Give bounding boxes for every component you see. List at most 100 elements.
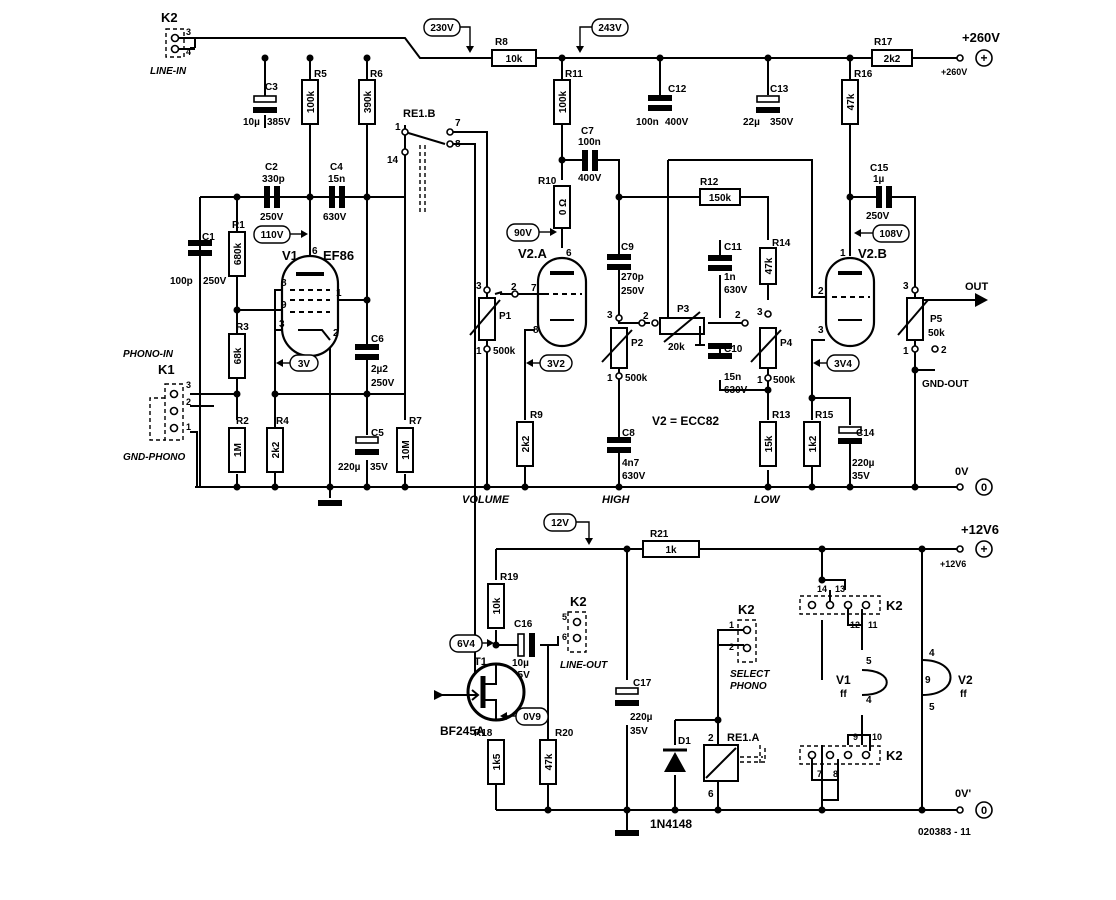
tube-v1-ef86: 68 91 32 V1 EF86 [279,246,354,358]
svg-text:R5: R5 [314,69,327,80]
svg-text:2µ2: 2µ2 [371,364,388,375]
svg-text:9: 9 [281,300,287,311]
resistor-r2: R2 1M [228,416,249,473]
capacitor-c16: C16 10µ 35V [512,619,535,681]
svg-text:0V: 0V [955,466,969,478]
svg-text:R17: R17 [874,37,893,48]
svg-text:1: 1 [186,422,191,432]
capacitor-c17: C17 220µ 35V [615,678,653,737]
svg-text:C2: C2 [265,162,278,173]
resistor-r4: R4 2k2 [266,416,289,473]
capacitor-c8: C8 4n7 630V [607,428,646,482]
svg-text:390k: 390k [363,90,374,113]
svg-text:R1: R1 [232,220,245,231]
svg-text:1: 1 [757,375,763,386]
svg-text:5: 5 [866,656,872,667]
svg-text:630V: 630V [622,471,646,482]
svg-text:+: + [980,51,987,65]
svg-text:R20: R20 [555,728,574,739]
svg-text:C5: C5 [371,428,384,439]
svg-text:R4: R4 [276,416,289,427]
svg-text:35V: 35V [630,726,648,737]
capacitor-c3: C3 10µ 385V [243,82,291,128]
svg-text:3: 3 [818,325,824,336]
svg-text:680k: 680k [233,242,244,265]
svg-text:250V: 250V [203,276,227,287]
svg-text:68k: 68k [233,347,244,364]
svg-text:2: 2 [708,733,714,744]
tube-v2b: 123 V2.B [818,246,887,348]
svg-text:C15: C15 [870,163,889,174]
svg-text:+12V6: +12V6 [961,522,999,537]
svg-text:C17: C17 [633,678,652,689]
svg-text:+260V: +260V [941,67,967,77]
resistor-r9: R9 2k2 [516,410,543,467]
svg-text:9: 9 [925,675,931,686]
svg-text:630V: 630V [724,385,748,396]
svg-text:P2: P2 [631,338,644,349]
label-low: LOW [754,494,781,506]
pot-p1: 3 1 2 P1 500k [469,281,519,357]
resistor-r11: R11 100k [553,69,583,125]
ground-symbols [318,500,639,836]
svg-text:0: 0 [981,805,987,817]
potentiometers: 312 P1 500k 312 P2 500k P3 20k 312 P4 50 [469,281,947,386]
svg-text:2: 2 [729,642,734,652]
tubes: 68 91 32 V1 EF86 678 V2.A 123 V2.B V2 = … [279,246,887,428]
resistor-r5: R5 100k [301,69,327,125]
svg-text:243V: 243V [598,23,622,34]
svg-text:400V: 400V [578,173,602,184]
capacitor-c13: C13 22µ 350V [743,84,794,128]
svg-text:13: 13 [835,584,845,594]
svg-text:0 Ω: 0 Ω [558,199,569,215]
capacitor-c5: C5 220µ 35V [338,428,388,473]
resistors: R1 680k R2 1M R3 68k R4 2k2 R5 100k R6 3… [228,37,913,785]
svg-text:10µ: 10µ [243,117,260,128]
svg-text:LINE-OUT: LINE-OUT [560,660,608,671]
svg-text:C13: C13 [770,84,789,95]
svg-text:1: 1 [336,288,342,299]
svg-text:P1: P1 [499,311,512,322]
svg-text:1N4148: 1N4148 [650,817,692,831]
resistor-r8: R8 10k [491,37,537,67]
svg-text:35V: 35V [370,462,388,473]
svg-text:1: 1 [476,346,482,357]
svg-text:20k: 20k [668,342,685,353]
svg-text:R3: R3 [236,322,249,333]
svg-text:2: 2 [511,282,517,293]
svg-text:47k: 47k [846,93,857,110]
svg-text:220µ: 220µ [630,712,653,723]
svg-text:1M: 1M [233,443,244,457]
svg-text:1k: 1k [665,545,677,556]
connector-k2-line-out: 56 K2 LINE-OUT [560,594,608,671]
svg-text:C4: C4 [330,162,343,173]
capacitor-c14: C14 220µ 35V [838,426,875,482]
svg-text:10k: 10k [492,597,503,614]
svg-text:+260V: +260V [962,30,1000,45]
pot-p3: P3 20k [651,304,705,353]
voltage-0v9: 0V9 [500,707,549,726]
capacitor-c9: C9 270p 250V [607,240,645,297]
svg-text:0: 0 [981,482,987,494]
svg-text:4: 4 [866,695,872,706]
drawing-number: 020383 - 11 [918,827,971,838]
svg-text:14: 14 [387,155,399,166]
resistor-r6: R6 390k [358,69,383,125]
svg-text:7: 7 [817,769,822,779]
svg-text:R8: R8 [495,37,508,48]
svg-text:15k: 15k [764,435,775,452]
svg-text:C6: C6 [371,334,384,345]
svg-text:7: 7 [455,118,461,129]
svg-text:15n: 15n [328,174,345,185]
svg-text:3: 3 [476,281,482,292]
svg-text:35V: 35V [512,670,530,681]
voltage-110: 110V [253,225,308,244]
svg-text:110V: 110V [261,230,284,241]
svg-text:500k: 500k [493,346,516,357]
svg-text:K1: K1 [158,362,175,377]
svg-text:100p: 100p [170,276,193,287]
svg-text:GND-PHONO: GND-PHONO [123,452,185,463]
resistor-r18: R18 1k5 [474,728,505,785]
svg-text:PHONO: PHONO [730,681,767,692]
